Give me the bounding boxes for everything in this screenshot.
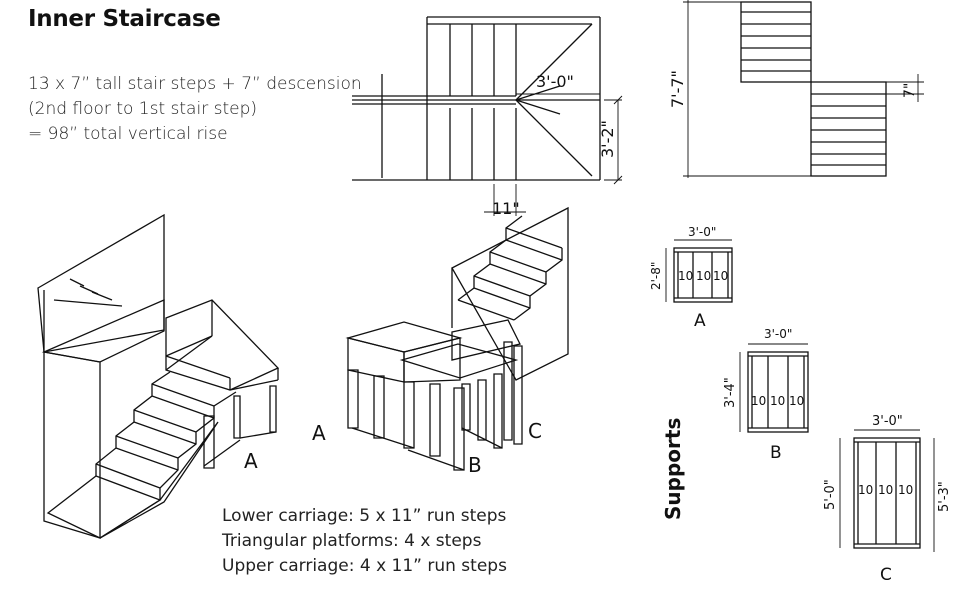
support-a-label: A bbox=[694, 311, 706, 331]
support-c-height-right: 5'-3" bbox=[937, 481, 952, 512]
carriage-note-line: Upper carriage: 4 x 11” run steps bbox=[222, 556, 507, 576]
support-a-bay: 10 bbox=[713, 269, 728, 283]
support-c-bay: 10 bbox=[878, 483, 893, 497]
support-a-bay: 10 bbox=[678, 269, 693, 283]
support-a-width: 3'-0" bbox=[688, 225, 716, 239]
page-title: Inner Staircase bbox=[28, 6, 221, 32]
support-b-bay: 10 bbox=[751, 394, 766, 408]
rise-note-line: = 98” total vertical rise bbox=[28, 124, 228, 144]
support-b-bay: 10 bbox=[770, 394, 785, 408]
support-a-height: 2'-8" bbox=[649, 262, 663, 290]
plan-run-label: 11" bbox=[492, 199, 520, 218]
carriage-note-line: Lower carriage: 5 x 11” run steps bbox=[222, 506, 507, 526]
plan-depth-label: 3'-2" bbox=[598, 120, 617, 158]
support-b-width: 3'-0" bbox=[764, 327, 792, 341]
elevation-step-label: 7" bbox=[902, 83, 918, 98]
support-c-label: C bbox=[880, 565, 892, 585]
iso-label-b: B bbox=[468, 453, 482, 477]
support-a-frame bbox=[665, 239, 733, 303]
support-c-height: 5'-0" bbox=[823, 479, 838, 510]
plan-view bbox=[352, 16, 623, 216]
iso-view-left bbox=[37, 213, 280, 539]
support-c-width: 3'-0" bbox=[872, 414, 903, 429]
supports-heading: Supports bbox=[661, 418, 685, 520]
iso-label-a2: A bbox=[312, 421, 326, 445]
support-b-label: B bbox=[770, 443, 782, 463]
support-b-height: 3'-4" bbox=[723, 377, 738, 408]
elevation-total-label: 7'-7" bbox=[668, 70, 687, 108]
iso-label-c: C bbox=[528, 419, 542, 443]
iso-view-exploded bbox=[345, 206, 569, 471]
rise-note-line: (2nd floor to 1st stair step) bbox=[28, 99, 257, 119]
iso-label-a: A bbox=[244, 449, 258, 473]
support-b-frame bbox=[739, 343, 809, 433]
carriage-notes: Lower carriage: 5 x 11” run steps Triang… bbox=[222, 504, 507, 579]
plan-width-label: 3'-0" bbox=[536, 72, 574, 91]
support-c-frame bbox=[839, 429, 935, 552]
support-b-bay: 10 bbox=[789, 394, 804, 408]
rise-notes: 13 x 7” tall stair steps + 7” descension… bbox=[28, 72, 362, 147]
elevation-view bbox=[683, 0, 924, 178]
carriage-note-line: Triangular platforms: 4 x steps bbox=[222, 531, 482, 551]
support-c-bay: 10 bbox=[858, 483, 873, 497]
support-c-bay: 10 bbox=[898, 483, 913, 497]
rise-note-line: 13 x 7” tall stair steps + 7” descension bbox=[28, 74, 362, 94]
support-a-bay: 10 bbox=[696, 269, 711, 283]
